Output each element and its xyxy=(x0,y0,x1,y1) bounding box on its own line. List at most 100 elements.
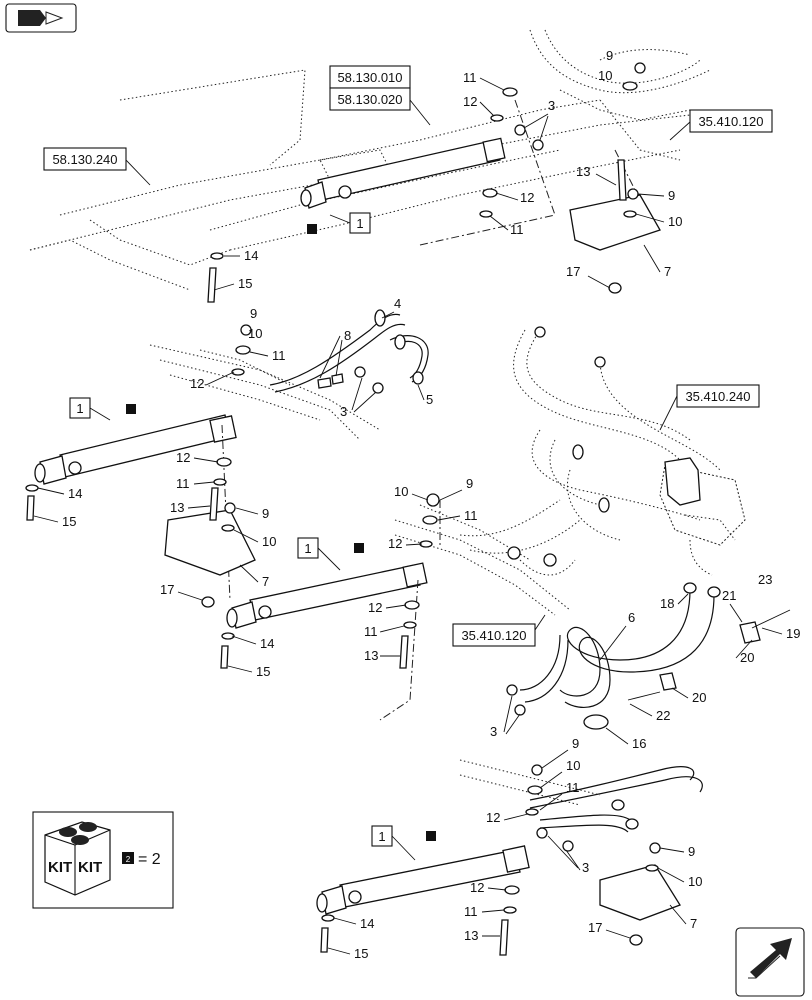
ref-code: 35.410.240 xyxy=(685,389,750,404)
svg-text:1: 1 xyxy=(76,401,83,416)
svg-text:15: 15 xyxy=(62,514,76,529)
kit-legend: KIT KIT 2 = 2 xyxy=(32,811,174,909)
svg-text:3: 3 xyxy=(548,98,555,113)
svg-text:9: 9 xyxy=(250,306,257,321)
svg-text:21: 21 xyxy=(722,588,736,603)
callouts-bottom: 1 9 10 11 12 3 9 10 12 11 13 14 15 17 7 xyxy=(327,736,702,961)
callouts-left: 1 9 10 11 12 8 4 3 5 12 11 14 15 13 9 10… xyxy=(33,296,433,601)
svg-text:19: 19 xyxy=(786,626,800,641)
svg-text:14: 14 xyxy=(260,636,274,651)
svg-text:13: 13 xyxy=(576,164,590,179)
svg-text:10: 10 xyxy=(688,874,702,889)
svg-text:11: 11 xyxy=(176,476,190,491)
svg-text:11: 11 xyxy=(364,624,378,639)
svg-text:11: 11 xyxy=(464,508,478,523)
svg-text:13: 13 xyxy=(170,500,184,515)
svg-text:12: 12 xyxy=(368,600,382,615)
callouts-center: 1 10 9 11 12 12 11 14 13 15 xyxy=(227,476,478,679)
ref-box-58-130-010[interactable]: 58.130.010 xyxy=(329,65,411,89)
svg-text:14: 14 xyxy=(68,486,82,501)
svg-text:9: 9 xyxy=(668,188,675,203)
bottom-assembly xyxy=(316,759,703,956)
svg-text:6: 6 xyxy=(628,610,635,625)
svg-text:10: 10 xyxy=(248,326,262,341)
svg-text:10: 10 xyxy=(598,68,612,83)
svg-text:13: 13 xyxy=(364,648,378,663)
kit-icon: KIT KIT xyxy=(44,821,111,896)
svg-text:9: 9 xyxy=(606,48,613,63)
svg-text:14: 14 xyxy=(244,248,258,263)
svg-text:KIT: KIT xyxy=(78,859,102,876)
forward-arrow-icon[interactable] xyxy=(735,927,805,997)
svg-text:17: 17 xyxy=(588,920,602,935)
svg-text:12: 12 xyxy=(388,536,402,551)
svg-text:10: 10 xyxy=(566,758,580,773)
svg-text:15: 15 xyxy=(256,664,270,679)
svg-text:3: 3 xyxy=(490,724,497,739)
svg-text:KIT: KIT xyxy=(48,859,72,876)
svg-text:9: 9 xyxy=(466,476,473,491)
svg-text:2: 2 xyxy=(126,855,131,864)
ref-box-58-130-020[interactable]: 58.130.020 xyxy=(329,87,411,111)
cylinder-center xyxy=(226,562,428,629)
svg-text:22: 22 xyxy=(656,708,670,723)
svg-text:1: 1 xyxy=(356,216,363,231)
svg-text:10: 10 xyxy=(262,534,276,549)
back-arrow-icon[interactable] xyxy=(5,3,77,33)
svg-text:8: 8 xyxy=(344,328,351,343)
svg-text:15: 15 xyxy=(354,946,368,961)
svg-text:10: 10 xyxy=(394,484,408,499)
ref-code: 35.410.120 xyxy=(461,628,526,643)
svg-text:23: 23 xyxy=(758,572,772,587)
svg-text:9: 9 xyxy=(262,506,269,521)
svg-text:3: 3 xyxy=(340,404,347,419)
ref-box-35-410-120-mid[interactable]: 35.410.120 xyxy=(452,623,536,647)
ref-code: 35.410.120 xyxy=(698,114,763,129)
svg-text:11: 11 xyxy=(463,70,477,85)
ref-code: 58.130.010 xyxy=(337,70,402,85)
svg-text:7: 7 xyxy=(262,574,269,589)
callouts-top: 1 9 10 11 12 3 12 11 13 9 10 17 7 14 15 xyxy=(213,48,682,291)
ref-code: 58.130.020 xyxy=(337,92,402,107)
cylinder-top xyxy=(300,137,506,209)
svg-text:1: 1 xyxy=(378,829,385,844)
svg-text:15: 15 xyxy=(238,276,252,291)
top-assembly xyxy=(29,29,711,303)
svg-text:11: 11 xyxy=(510,222,524,237)
cylinder-left xyxy=(34,414,237,485)
svg-text:= 2: = 2 xyxy=(138,851,161,868)
svg-text:12: 12 xyxy=(190,376,204,391)
svg-text:1: 1 xyxy=(304,541,311,556)
callouts-right: 6 18 21 23 19 20 20 22 3 16 xyxy=(490,572,800,751)
cylinder-bottom xyxy=(316,845,530,915)
svg-text:12: 12 xyxy=(486,810,500,825)
svg-text:12: 12 xyxy=(463,94,477,109)
ref-box-35-410-240[interactable]: 35.410.240 xyxy=(676,384,760,408)
ref-code: 58.130.240 xyxy=(52,152,117,167)
ref-box-35-410-120-top[interactable]: 35.410.120 xyxy=(689,109,773,133)
svg-text:9: 9 xyxy=(688,844,695,859)
left-assembly xyxy=(25,309,429,608)
ref-box-58-130-240[interactable]: 58.130.240 xyxy=(43,147,127,171)
svg-text:20: 20 xyxy=(692,690,706,705)
svg-text:7: 7 xyxy=(690,916,697,931)
svg-text:10: 10 xyxy=(668,214,682,229)
svg-text:18: 18 xyxy=(660,596,674,611)
svg-text:16: 16 xyxy=(632,736,646,751)
svg-text:7: 7 xyxy=(664,264,671,279)
svg-text:20: 20 xyxy=(740,650,754,665)
svg-text:11: 11 xyxy=(272,348,286,363)
svg-text:12: 12 xyxy=(470,880,484,895)
center-assembly xyxy=(220,493,571,721)
svg-text:3: 3 xyxy=(582,860,589,875)
svg-text:11: 11 xyxy=(566,780,580,795)
svg-text:17: 17 xyxy=(566,264,580,279)
svg-text:4: 4 xyxy=(394,296,401,311)
svg-text:14: 14 xyxy=(360,916,374,931)
svg-text:11: 11 xyxy=(464,904,478,919)
valve-assembly xyxy=(459,326,791,730)
svg-text:5: 5 xyxy=(426,392,433,407)
svg-text:17: 17 xyxy=(160,582,174,597)
svg-text:12: 12 xyxy=(176,450,190,465)
